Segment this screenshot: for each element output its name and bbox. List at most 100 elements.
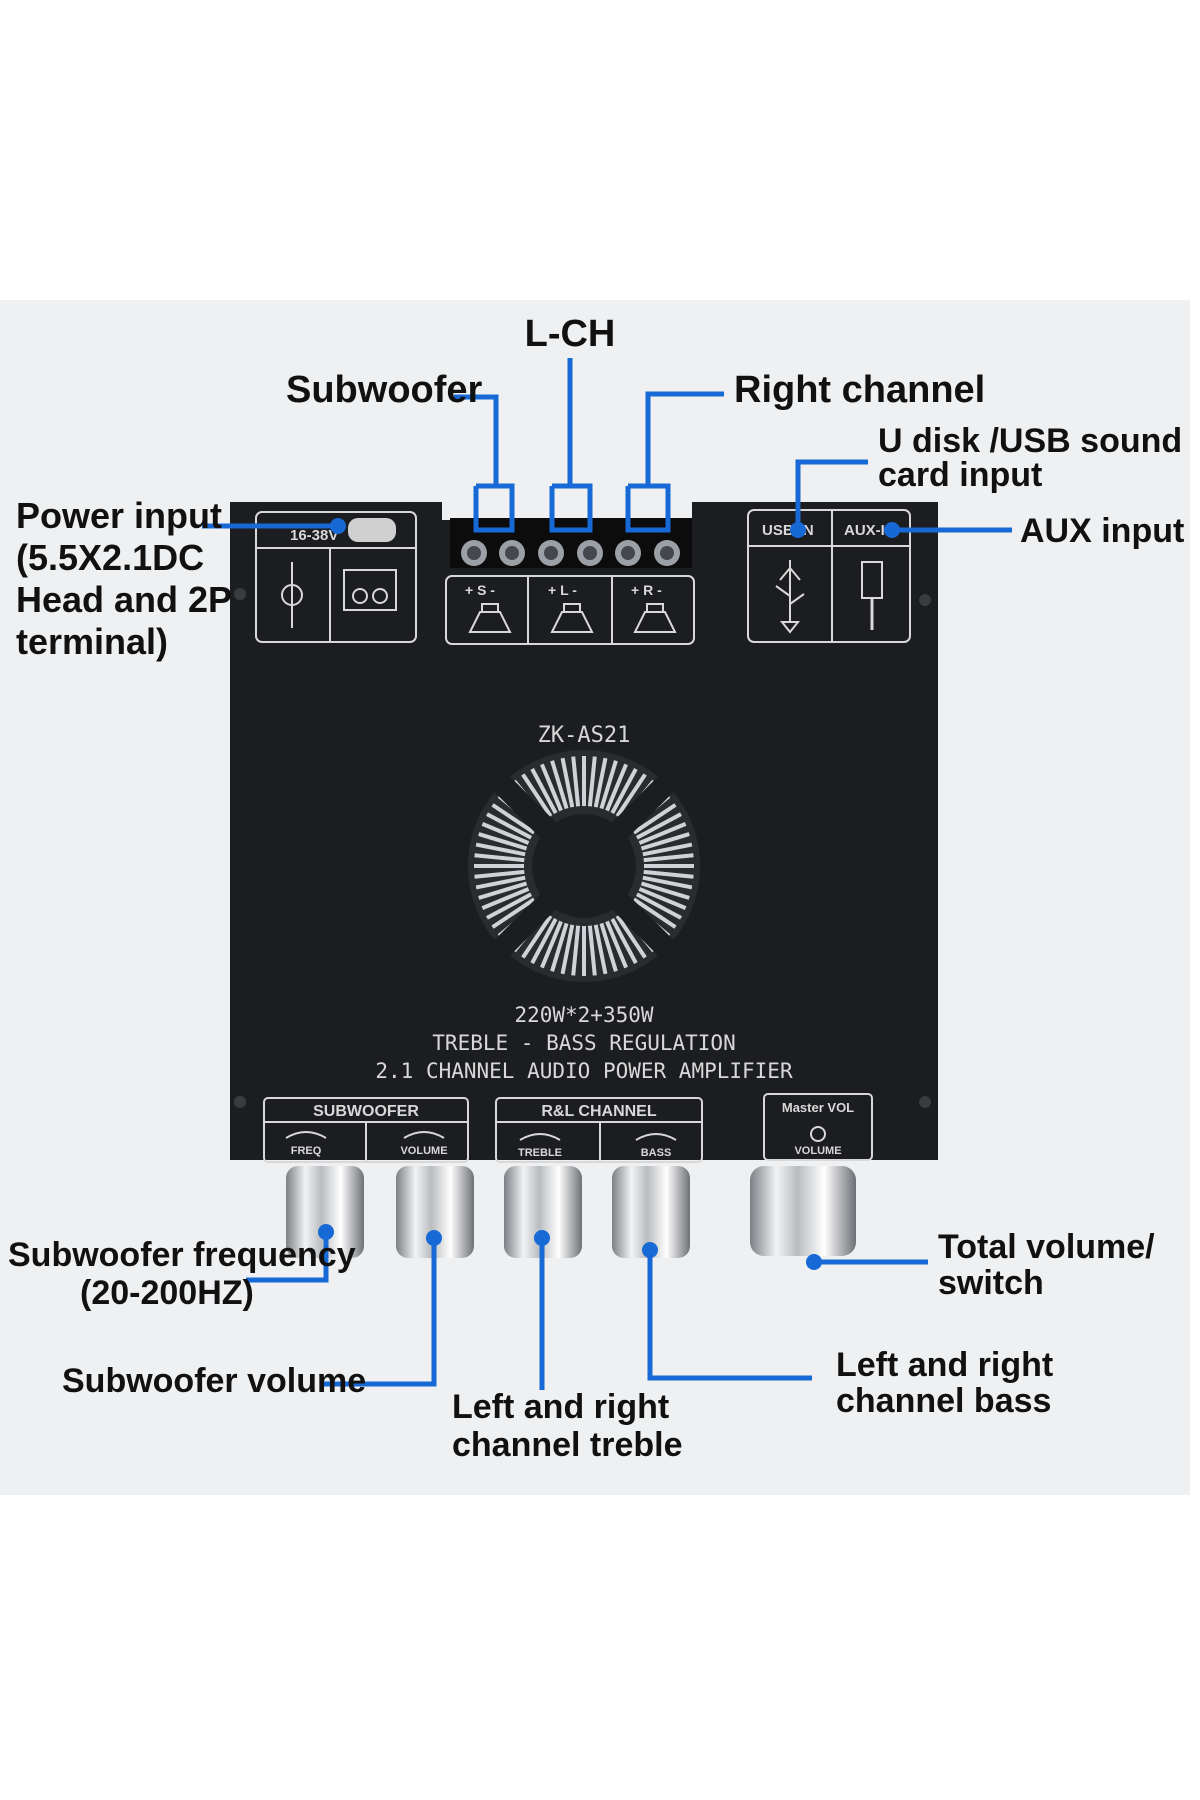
leader-lines [202,358,1012,1390]
heatsink-fin [643,853,694,863]
heatsink-fin [571,756,581,807]
master-vol-panel: Master VOL VOLUME [763,1093,873,1161]
heatsink-fin [491,897,536,929]
heatsink-fin [610,768,638,815]
heatsink-fin [605,920,628,969]
bass-label: BASS [641,1147,672,1159]
heatsink-fin [550,922,569,972]
knob-bass[interactable] [612,1166,690,1258]
dc-jack-icon [348,518,396,542]
heatsink-fin [599,922,618,972]
heatsink-fin [599,760,618,810]
freq-label: FREQ [291,1145,322,1157]
power-switch-icon [810,1126,826,1142]
rotate-arrow-icon [519,1133,561,1141]
heatsink-fin [593,757,608,808]
sub-frequency-label-line1: Subwoofer frequency [8,1236,356,1274]
heatsink-fin [478,881,528,900]
u-disk-label-line1: U disk /USB sound [878,422,1182,460]
heatsink-fin [474,869,525,879]
usb-aux-panel: USB-IN AUX-IN [747,509,911,643]
sub-frequency-label-line2: (20-200HZ) [80,1274,254,1312]
heatsink-fin [615,914,647,959]
regulation-text: TREBLE - BASS REGULATION [432,1031,735,1055]
speaker-r-label: + R - [631,582,662,598]
heatsink-fin [640,881,690,900]
total-volume-label-line2: switch [938,1264,1044,1302]
heatsink-fin [481,822,530,845]
heatsink-fin [550,760,569,810]
screw-icon [919,1096,931,1108]
heatsink-fin [475,842,526,857]
amplifier-description: 2.1 CHANNEL AUDIO POWER AMPLIFIER [375,1059,793,1083]
heatsink-fin [587,756,597,807]
heatsink-fin [615,773,647,818]
rotate-arrow-icon [635,1133,677,1141]
speaker-l-label: + L - [548,582,577,598]
rotate-arrow-icon [403,1131,445,1139]
lch-label: L-CH [525,313,616,355]
master-volume-label: VOLUME [794,1145,841,1157]
voltage-label: 16-38V [290,527,338,544]
heatsink-fin [474,853,525,863]
speaker-icon [550,603,594,633]
u-disk-label-line2: card input [878,456,1042,494]
speaker-icon [468,603,512,633]
heatsink-grill [468,750,700,982]
power-input-label-line1: Power input [16,495,222,536]
heatsink-fin [635,892,682,920]
sub-volume-label: Subwoofer volume [62,1362,366,1400]
heatsink-fin [530,917,558,964]
rl-channel-panel: R&L CHANNEL TREBLE BASS [495,1097,703,1163]
heatsink-fin [475,875,526,890]
heatsink-fin [638,822,687,845]
power-input-panel: 16-38V [255,511,417,643]
subwoofer-label: Subwoofer [286,369,483,411]
model-label: ZK-AS21 [538,723,631,748]
sub-volume-label: VOLUME [400,1145,447,1157]
heatsink-fin [571,925,581,976]
bass-label-line1: Left and right [836,1346,1053,1384]
aux-input-label: AUX input [1020,512,1184,550]
right-channel-label: Right channel [734,369,985,411]
total-volume-label-line1: Total volume/ [938,1228,1155,1266]
heatsink-fin [521,773,553,818]
heatsink-fin [605,763,628,812]
heatsink-fin [640,832,690,851]
aux-in-label: AUX-IN [844,522,896,539]
knob-master-volume[interactable] [750,1166,856,1256]
callout-labels: L-CH Subwoofer Right channel U disk /USB… [8,313,1184,1464]
heatsink-fin [521,914,553,959]
heatsink-fin [632,803,677,835]
power-rating: 220W*2+350W [514,1003,653,1027]
heatsink-fin [530,768,558,815]
heatsink-fin [491,803,536,835]
heatsink-fin [560,757,575,808]
knob-subwoofer-volume[interactable] [396,1166,474,1258]
knob-treble[interactable] [504,1166,582,1258]
heatsink-fin [481,887,530,910]
usb-icon [775,560,805,634]
bass-label-line2: channel bass [836,1382,1051,1420]
heatsink-fin [593,924,608,975]
subwoofer-controls-panel: SUBWOOFER FREQ VOLUME [263,1097,469,1163]
heatsink-fin [478,832,528,851]
screw-icon [234,588,246,600]
speaker-terminals: + S - + L - + R - [445,518,695,645]
power-input-label-line3: Head and 2P [16,579,232,620]
rotate-arrow-icon [285,1131,327,1139]
speaker-s-label: + S - [465,582,495,598]
heatsink-fin [632,897,677,929]
subwoofer-section-label: SUBWOOFER [313,1103,419,1120]
heatsink-fin [587,925,597,976]
screw-icon [234,1096,246,1108]
heatsink-fin [560,924,575,975]
speaker-icon [633,603,677,633]
heatsink-fin [486,812,533,840]
power-input-label-line4: terminal) [16,621,168,662]
knob-subwoofer-frequency[interactable] [286,1166,364,1258]
heatsink-fin [540,920,563,969]
power-input-label-line2: (5.5X2.1DC [16,537,204,578]
heatsink-fin [642,875,693,890]
